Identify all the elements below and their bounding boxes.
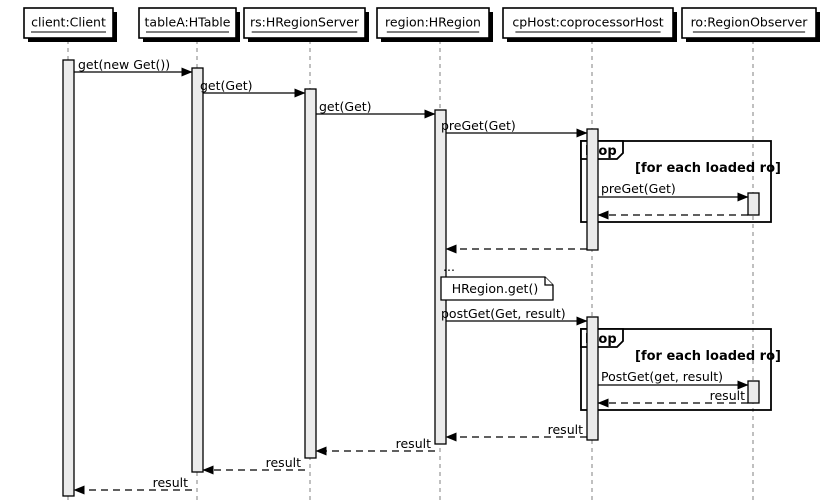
participants-group: client:Client tableA:HTable rs:HRegionServ… [23,7,820,42]
participant-label-region: region:HRegion [385,15,481,30]
lifelines-group [67,40,754,500]
participant-box-ro[interactable] [681,7,817,39]
msg-get-rs-label: get(Get) [319,99,372,114]
msg-preget-loop-label: preGet(Get) [601,181,676,196]
ro-activation-1 [747,192,760,216]
cphost-activation-2 [586,316,599,441]
annotations-group: ... [443,259,455,274]
participant-box-cpHost[interactable] [502,7,674,39]
participant-box-rs[interactable] [243,7,366,39]
msg-result-rs-label: result [266,455,301,470]
msg-result-region-label: result [396,436,431,451]
messages-group: get(new Get()) get(Get) get(Get) preGet(Get… [73,57,749,495]
notes-group: HRegion.get() [440,276,554,301]
tableA-activation [191,67,204,473]
msg-get-new-get-label: get(new Get()) [78,57,170,72]
participant-label-rs: rs:HRegionServer [250,15,360,30]
msg-postget-label: postGet(Get, result) [441,306,566,321]
msg-get-table-label: get(Get) [200,78,253,93]
msg-result-table-label: result [153,475,188,490]
msg-preget-label: preGet(Get) [441,118,516,133]
rs-activation [304,88,317,459]
participant-box-tableA[interactable] [138,7,237,39]
participant-label-cpHost: cpHost:coprocessorHost [512,15,663,30]
ellipsis-annotation: ... [443,259,455,274]
participant-label-ro: ro:RegionObserver [691,15,809,30]
msg-postget-loop-label: PostGet(get, result) [601,369,723,384]
loop-fragment-postget-guard-label: [for each loaded ro] [635,349,781,364]
note-hregion-get-body [440,276,554,301]
ro-activation-2 [747,380,760,404]
loop-fragment-postget-border [580,328,772,411]
activations-group [62,59,760,497]
note-hregion-get-label: HRegion.get() [452,281,538,296]
loop-fragment-preget-guard-label: [for each loaded ro] [635,161,781,176]
participant-label-tableA: tableA:HTable [145,15,231,30]
msg-result-cphost-label: result [548,422,583,437]
client-activation [62,59,75,497]
msg-postget-return-label: result [710,388,745,403]
participant-box-region[interactable] [376,7,490,39]
loop-fragment-preget-border [580,140,772,223]
note-hregion-get-fold [544,277,553,286]
participant-label-client: client:Client [31,15,106,30]
participant-box-client[interactable] [23,7,114,39]
cphost-activation-1 [586,128,599,251]
